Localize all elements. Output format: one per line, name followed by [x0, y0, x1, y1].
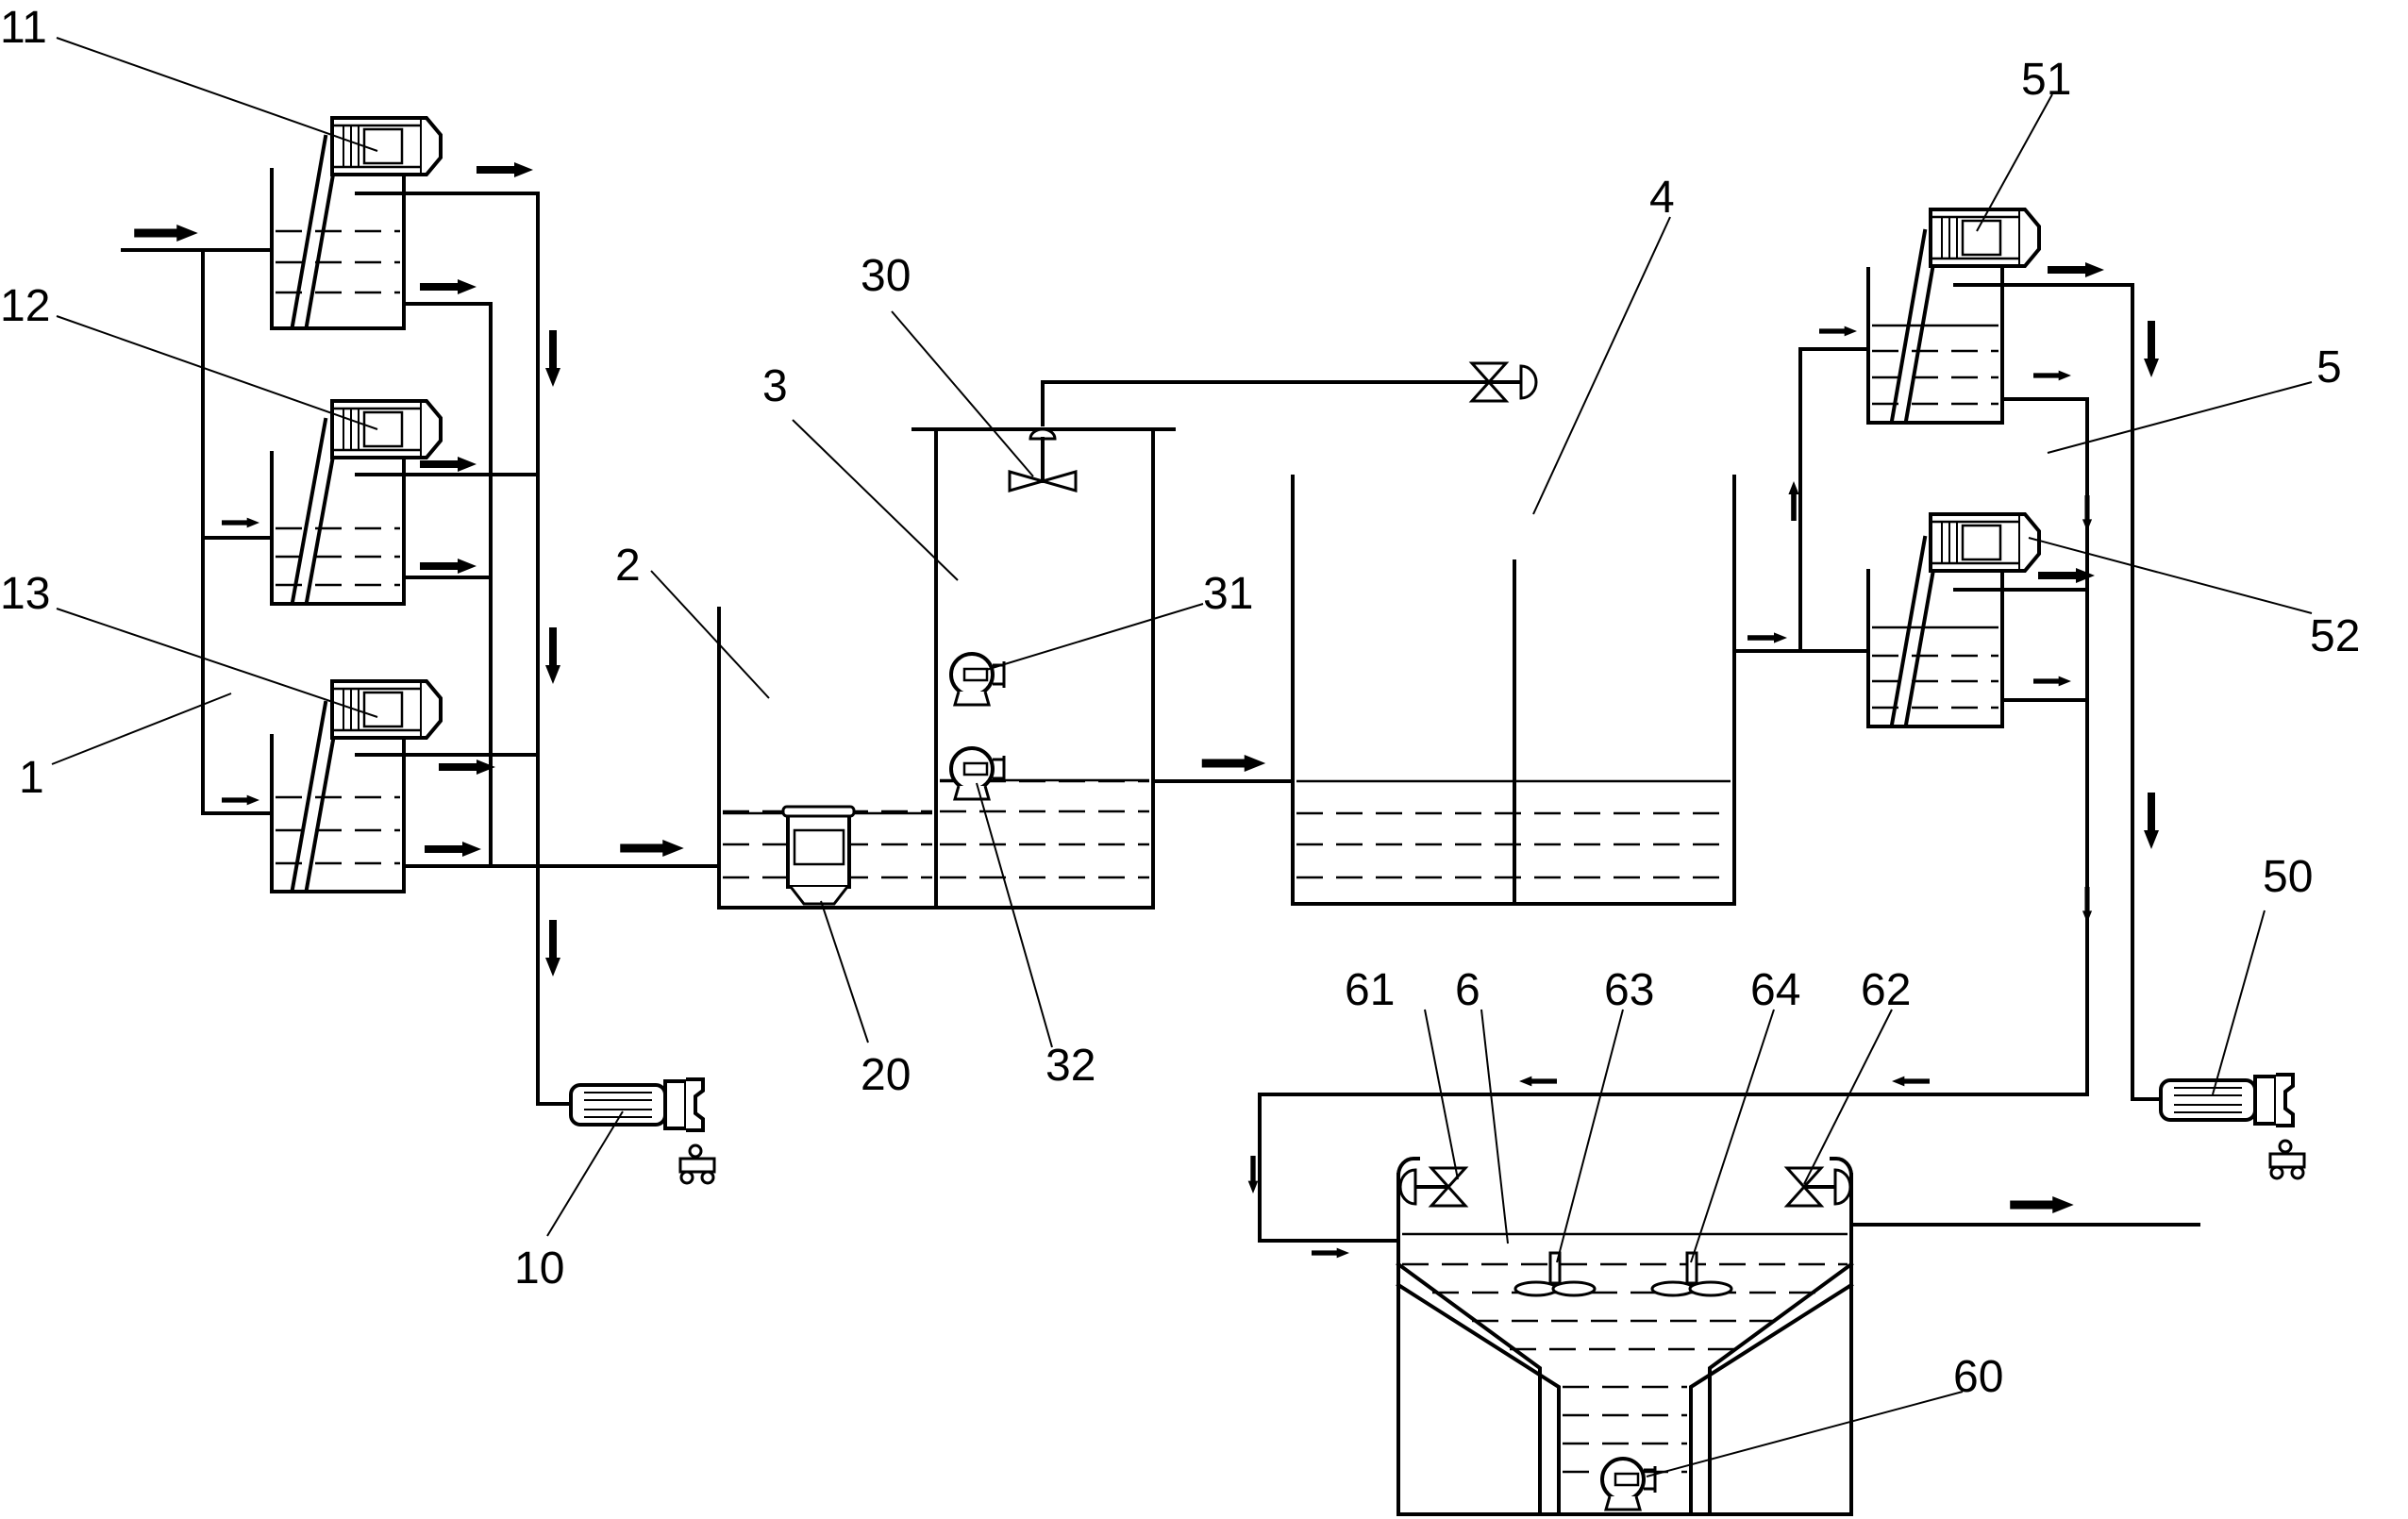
tank-6 [1247, 1076, 2200, 1516]
label-5: 5 [2316, 342, 2342, 392]
label-32: 32 [1045, 1041, 1095, 1091]
label-6: 6 [1455, 965, 1480, 1015]
label-31: 31 [1203, 569, 1253, 619]
thickening-unit-5 [1788, 208, 2306, 1180]
reference-labels: 11 12 13 1 2 3 30 31 20 32 10 4 51 5 52 … [0, 3, 2360, 1402]
tank-52 [1866, 512, 2095, 728]
label-1: 1 [19, 753, 44, 803]
thickening-unit-1 [121, 116, 721, 1185]
label-4: 4 [1649, 173, 1675, 223]
tank-4 [1291, 475, 1870, 906]
motor-10 [569, 1077, 716, 1185]
label-2: 2 [615, 541, 641, 591]
label-61: 61 [1345, 965, 1395, 1015]
label-30: 30 [861, 251, 911, 301]
pump-60 [1600, 1457, 1657, 1511]
device-20 [781, 805, 856, 906]
label-11: 11 [0, 3, 47, 53]
label-12: 12 [0, 281, 50, 331]
label-3: 3 [762, 361, 788, 411]
label-64: 64 [1750, 965, 1800, 1015]
mixer-64 [1650, 1251, 1733, 1297]
label-60: 60 [1953, 1352, 2003, 1402]
motor-50 [2159, 1073, 2306, 1180]
mixer-63 [1513, 1251, 1597, 1297]
aerator-30 [1008, 361, 1538, 492]
label-62: 62 [1861, 965, 1911, 1015]
pump-31 [949, 652, 1006, 707]
label-20: 20 [861, 1050, 911, 1100]
label-51: 51 [2021, 55, 2071, 105]
leader-lines [51, 37, 2313, 1477]
label-10: 10 [514, 1244, 564, 1294]
label-52: 52 [2310, 611, 2360, 661]
label-63: 63 [1604, 965, 1654, 1015]
tank-51 [1866, 208, 2134, 425]
tank-11 [270, 116, 540, 330]
pump-32 [949, 746, 1006, 801]
tank-13 [270, 679, 721, 893]
label-13: 13 [0, 569, 50, 619]
label-50: 50 [2263, 852, 2313, 902]
tank-12 [270, 399, 540, 606]
tank-2-and-3 [717, 361, 1538, 910]
